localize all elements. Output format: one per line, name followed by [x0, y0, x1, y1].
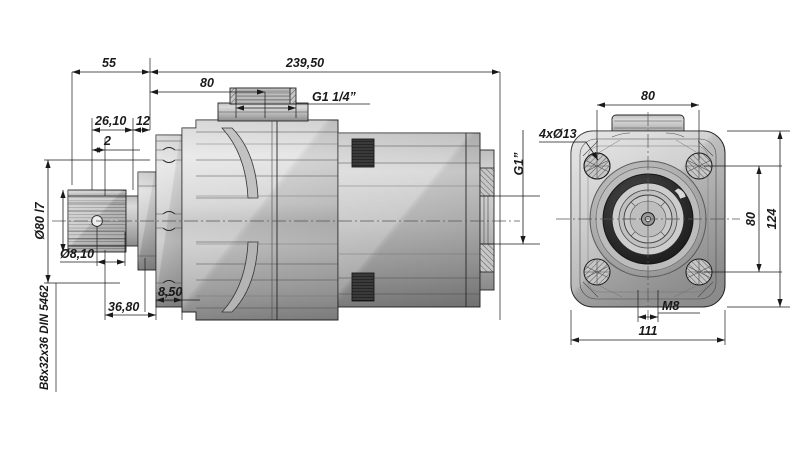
dim-label-2610: 26,10: [94, 114, 126, 128]
note-label-din5462: B8x32x36 DIN 5462: [39, 285, 51, 390]
pump-body: [181, 119, 339, 321]
dim-label-d80l7: Ø80 l7: [33, 201, 47, 240]
front-bolt-holes: [583, 152, 713, 286]
dim-outlet-thread: G1”: [494, 130, 540, 245]
dim-inlet-thread: G1 1/4”: [236, 90, 370, 111]
inlet-port-g114: [217, 87, 309, 122]
dim-label-80-side: 80: [200, 76, 214, 90]
front-view-dimensions: 80 4xØ13 80 124 M8 111: [538, 89, 790, 345]
note-spline-spec: B8x32x36 DIN 5462: [39, 283, 57, 392]
dim-shaft-length: 55: [72, 56, 150, 75]
dim-spline-step: 12: [133, 114, 150, 133]
dim-spline-length: 26,10: [92, 114, 133, 133]
side-section-view: [52, 87, 520, 321]
dim-bolt-pattern: 80: [744, 166, 762, 272]
dim-label-124: 124: [765, 209, 779, 230]
dim-label-m8: M8: [662, 299, 679, 313]
dim-overall-length: 239,50: [150, 56, 500, 75]
bolt-hole-bottom-left: [583, 258, 611, 286]
rear-housing: [337, 132, 481, 308]
dim-label-23950: 239,50: [285, 56, 324, 70]
dim-label-g1: G1”: [512, 152, 526, 176]
dim-flange-thickness: 8,50: [156, 285, 200, 303]
bolt-hole-top-right: [685, 152, 713, 180]
dim-flange-to-port: 80: [150, 76, 265, 95]
dim-flange-offset: 36,80: [105, 300, 156, 318]
dim-label-d810: Ø8,10: [60, 247, 94, 261]
front-face-view: [556, 112, 740, 320]
dim-bolt-holes: 4xØ13: [538, 127, 599, 161]
dim-port-width: 80: [597, 89, 699, 108]
dim-label-55: 55: [102, 56, 117, 70]
bolt-hole-top-left: [583, 152, 611, 180]
dim-label-12: 12: [136, 114, 150, 128]
dim-label-3680: 36,80: [108, 300, 139, 314]
dim-label-4xd13: 4xØ13: [538, 127, 577, 141]
dim-center-hole: Ø8,10: [60, 226, 126, 266]
dim-label-850: 8,50: [158, 285, 182, 299]
dim-body-height: 124: [765, 131, 783, 307]
dim-label-111: 111: [638, 324, 657, 338]
dim-label-g114: G1 1/4”: [312, 90, 357, 104]
dim-label-80-top: 80: [641, 89, 655, 103]
side-view-dimensions: 55 239,50 80 G1 1/4” 26,10 12: [33, 56, 540, 392]
dim-label-80-right: 80: [744, 212, 758, 226]
rear-end-cap: [479, 149, 495, 291]
dim-thread-m8: M8: [638, 299, 700, 320]
dim-label-2: 2: [103, 134, 111, 148]
dim-shaft-diameter: Ø80 l7: [33, 159, 150, 284]
dim-groove-width: 2: [92, 134, 140, 153]
dim-body-width: 111: [571, 324, 725, 343]
